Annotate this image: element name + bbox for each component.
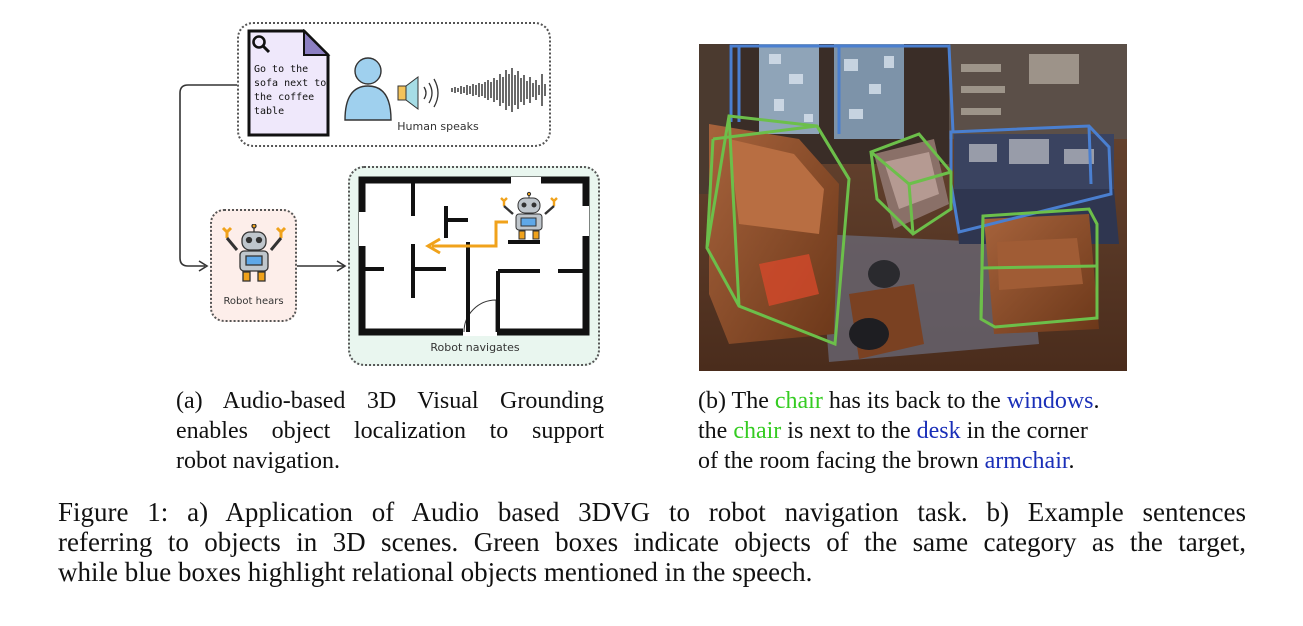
caption-a-line: (a) Audio-based 3D Visual Grounding	[176, 388, 604, 414]
caption-b-line: (b) The chair has its back to the window…	[698, 386, 1138, 416]
caption-b: (b) The chair has its back to the window…	[698, 386, 1138, 476]
note-line: Go to the	[254, 64, 309, 75]
robot-icon	[221, 224, 287, 282]
target-word: chair	[774, 388, 823, 414]
note-line: sofa next to	[254, 78, 327, 89]
figure-caption-line: referring to objects in 3D scenes. Green…	[58, 527, 1246, 557]
magnifier-icon	[252, 35, 271, 54]
caption-text: has its back to the	[828, 388, 1001, 414]
panel-a: Go to the sofa next to the coffee table	[0, 0, 640, 380]
relational-word: windows	[1006, 388, 1094, 414]
person-icon	[344, 57, 392, 121]
caption-text: (b) The	[698, 388, 769, 414]
robot-hears-label: Robot hears	[223, 296, 284, 307]
caption-text: .	[1068, 448, 1075, 474]
caption-b-line: the chair is next to the desk in the cor…	[698, 416, 1138, 446]
target-word: chair	[733, 418, 782, 444]
robot-navigates-label: Robot navigates	[430, 341, 520, 354]
caption-text: is next to the	[787, 418, 911, 444]
note-line: the coffee	[254, 92, 315, 103]
relational-word: desk	[916, 418, 961, 444]
figure-caption-line: Figure 1: a) Application of Audio based …	[58, 497, 1246, 527]
flow-arrows	[179, 84, 347, 272]
caption-text: in the corner	[966, 418, 1088, 444]
relational-word: armchair	[984, 448, 1069, 474]
caption-text: of the room facing the brown	[698, 448, 979, 474]
caption-a-line: enables object localization to support	[176, 418, 604, 444]
figure-caption-line: while blue boxes highlight relational ob…	[58, 557, 813, 587]
floor-plan	[358, 176, 590, 336]
caption-text: .	[1093, 388, 1100, 414]
human-speaks-box	[237, 22, 551, 147]
caption-b-line: of the room facing the brown armchair.	[698, 446, 1138, 476]
caption-a: (a) Audio-based 3D Visual Grounding enab…	[176, 386, 604, 476]
note-line: table	[254, 106, 285, 117]
note-text: Go to the sofa next to the coffee table	[254, 63, 326, 119]
speaker-icon	[397, 76, 439, 110]
human-speaks-label: Human speaks	[397, 120, 479, 133]
soundwave-icon	[451, 68, 546, 112]
scene-3d-image	[699, 44, 1127, 371]
caption-a-line: robot navigation.	[176, 448, 340, 474]
note-paper	[247, 29, 331, 137]
caption-text: the	[698, 418, 728, 444]
figure-caption: Figure 1: a) Application of Audio based …	[58, 497, 1246, 587]
